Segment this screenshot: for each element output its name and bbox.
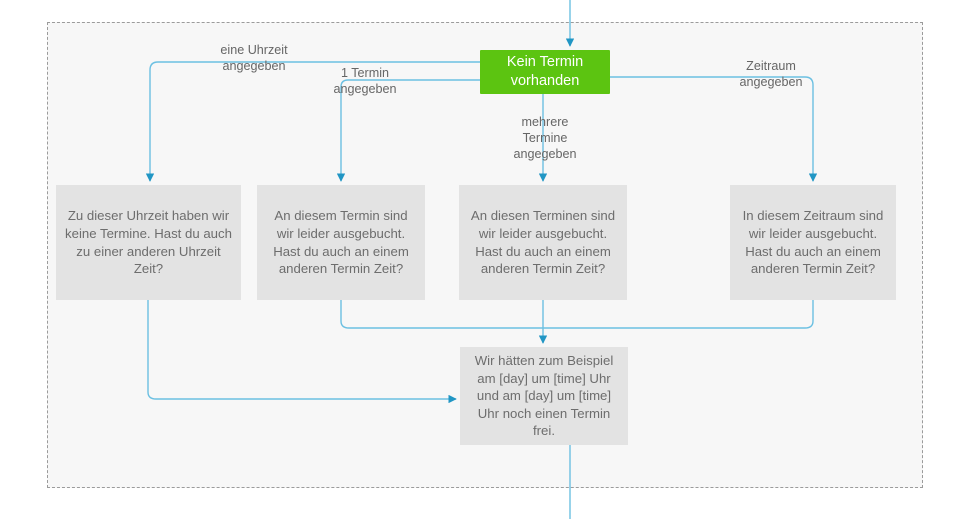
- edge-label-mehrere-termine: mehrere Termine angegeben: [513, 115, 577, 162]
- node-example-offer[interactable]: Wir hätten zum Beispiel am [day] um [tim…: [460, 347, 628, 445]
- node-no-appointments-at-time[interactable]: Zu dieser Uhrzeit haben wir keine Termin…: [56, 185, 241, 300]
- edge-label-zeitraum: Zeitraum angegeben: [739, 59, 803, 90]
- node-kein-termin-vorhanden[interactable]: Kein Termin vorhanden: [480, 50, 610, 94]
- edge-label-1-termin: 1 Termin angegeben: [333, 66, 397, 97]
- node-timeframe-booked[interactable]: In diesem Zeitraum sind wir leider ausge…: [730, 185, 896, 300]
- edge-label-eine-uhrzeit: eine Uhrzeit angegeben: [220, 43, 288, 74]
- node-single-appointment-booked[interactable]: An diesem Termin sind wir leider ausgebu…: [257, 185, 425, 300]
- node-multiple-appointments-booked[interactable]: An diesen Terminen sind wir leider ausge…: [459, 185, 627, 300]
